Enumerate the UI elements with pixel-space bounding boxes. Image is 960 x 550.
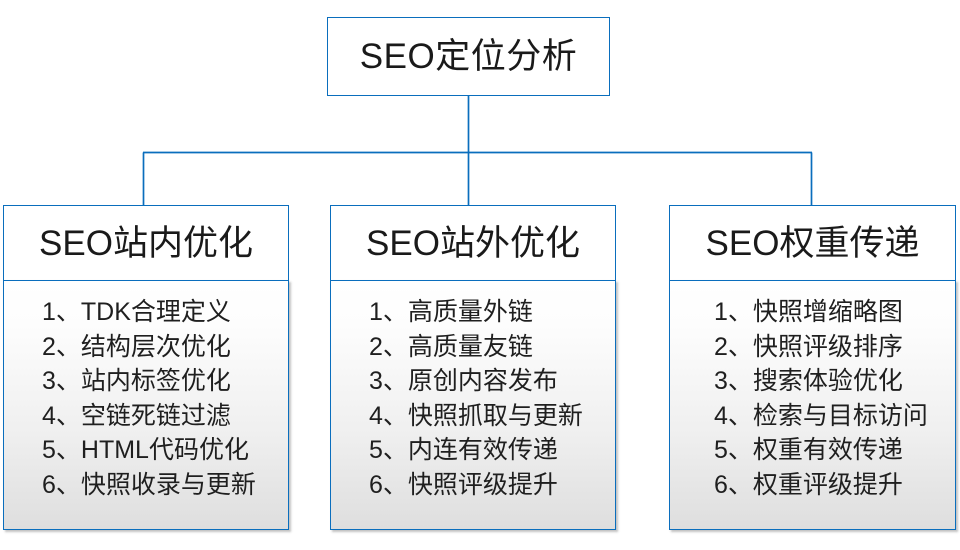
branch-column-weight-transfer: SEO权重传递 1、快照增缩略图 2、快照评级排序 3、搜索体验优化 4、检索与… xyxy=(669,205,956,530)
branch-header-on-site[interactable]: SEO站内优化 xyxy=(3,205,289,281)
list-item: 1、高质量外链 xyxy=(369,298,533,326)
branch-header-label: SEO站外优化 xyxy=(366,223,580,263)
list-item: 4、检索与目标访问 xyxy=(714,401,928,430)
branch-item-list: 1、快照增缩略图 2、快照评级排序 3、搜索体验优化 4、检索与目标访问 5、权… xyxy=(670,295,928,502)
branch-header-weight-transfer[interactable]: SEO权重传递 xyxy=(669,205,956,281)
branch-header-label: SEO权重传递 xyxy=(705,223,920,263)
list-item: 1、TDK合理定义 xyxy=(42,298,231,326)
list-item: 2、高质量友链 xyxy=(369,332,533,361)
list-item: 4、快照抓取与更新 xyxy=(369,401,583,430)
list-item: 3、原创内容发布 xyxy=(369,367,558,395)
list-item: 2、结构层次优化 xyxy=(42,332,231,361)
list-item: 6、快照收录与更新 xyxy=(42,470,256,499)
branch-body-on-site: 1、TDK合理定义 2、结构层次优化 3、站内标签优化 4、空链死链过滤 5、H… xyxy=(3,280,289,530)
list-item: 1、快照增缩略图 xyxy=(714,298,903,326)
branch-header-label: SEO站内优化 xyxy=(39,223,253,263)
branch-column-on-site: SEO站内优化 1、TDK合理定义 2、结构层次优化 3、站内标签优化 4、空链… xyxy=(3,205,289,530)
list-item: 2、快照评级排序 xyxy=(714,332,903,361)
root-node[interactable]: SEO定位分析 xyxy=(327,17,610,96)
branch-header-off-site[interactable]: SEO站外优化 xyxy=(330,205,616,281)
list-item: 4、空链死链过滤 xyxy=(42,401,231,430)
branch-item-list: 1、TDK合理定义 2、结构层次优化 3、站内标签优化 4、空链死链过滤 5、H… xyxy=(4,295,256,502)
list-item: 6、快照评级提升 xyxy=(369,470,558,499)
list-item: 5、HTML代码优化 xyxy=(42,436,249,464)
list-item: 5、内连有效传递 xyxy=(369,436,558,464)
branch-column-off-site: SEO站外优化 1、高质量外链 2、高质量友链 3、原创内容发布 4、快照抓取与… xyxy=(330,205,616,530)
branch-item-list: 1、高质量外链 2、高质量友链 3、原创内容发布 4、快照抓取与更新 5、内连有… xyxy=(331,295,583,502)
list-item: 5、权重有效传递 xyxy=(714,436,903,464)
root-node-label: SEO定位分析 xyxy=(359,37,578,76)
list-item: 3、站内标签优化 xyxy=(42,367,231,395)
branch-body-weight-transfer: 1、快照增缩略图 2、快照评级排序 3、搜索体验优化 4、检索与目标访问 5、权… xyxy=(669,280,956,530)
list-item: 3、搜索体验优化 xyxy=(714,367,903,395)
branch-body-off-site: 1、高质量外链 2、高质量友链 3、原创内容发布 4、快照抓取与更新 5、内连有… xyxy=(330,280,616,530)
list-item: 6、权重评级提升 xyxy=(714,470,903,499)
